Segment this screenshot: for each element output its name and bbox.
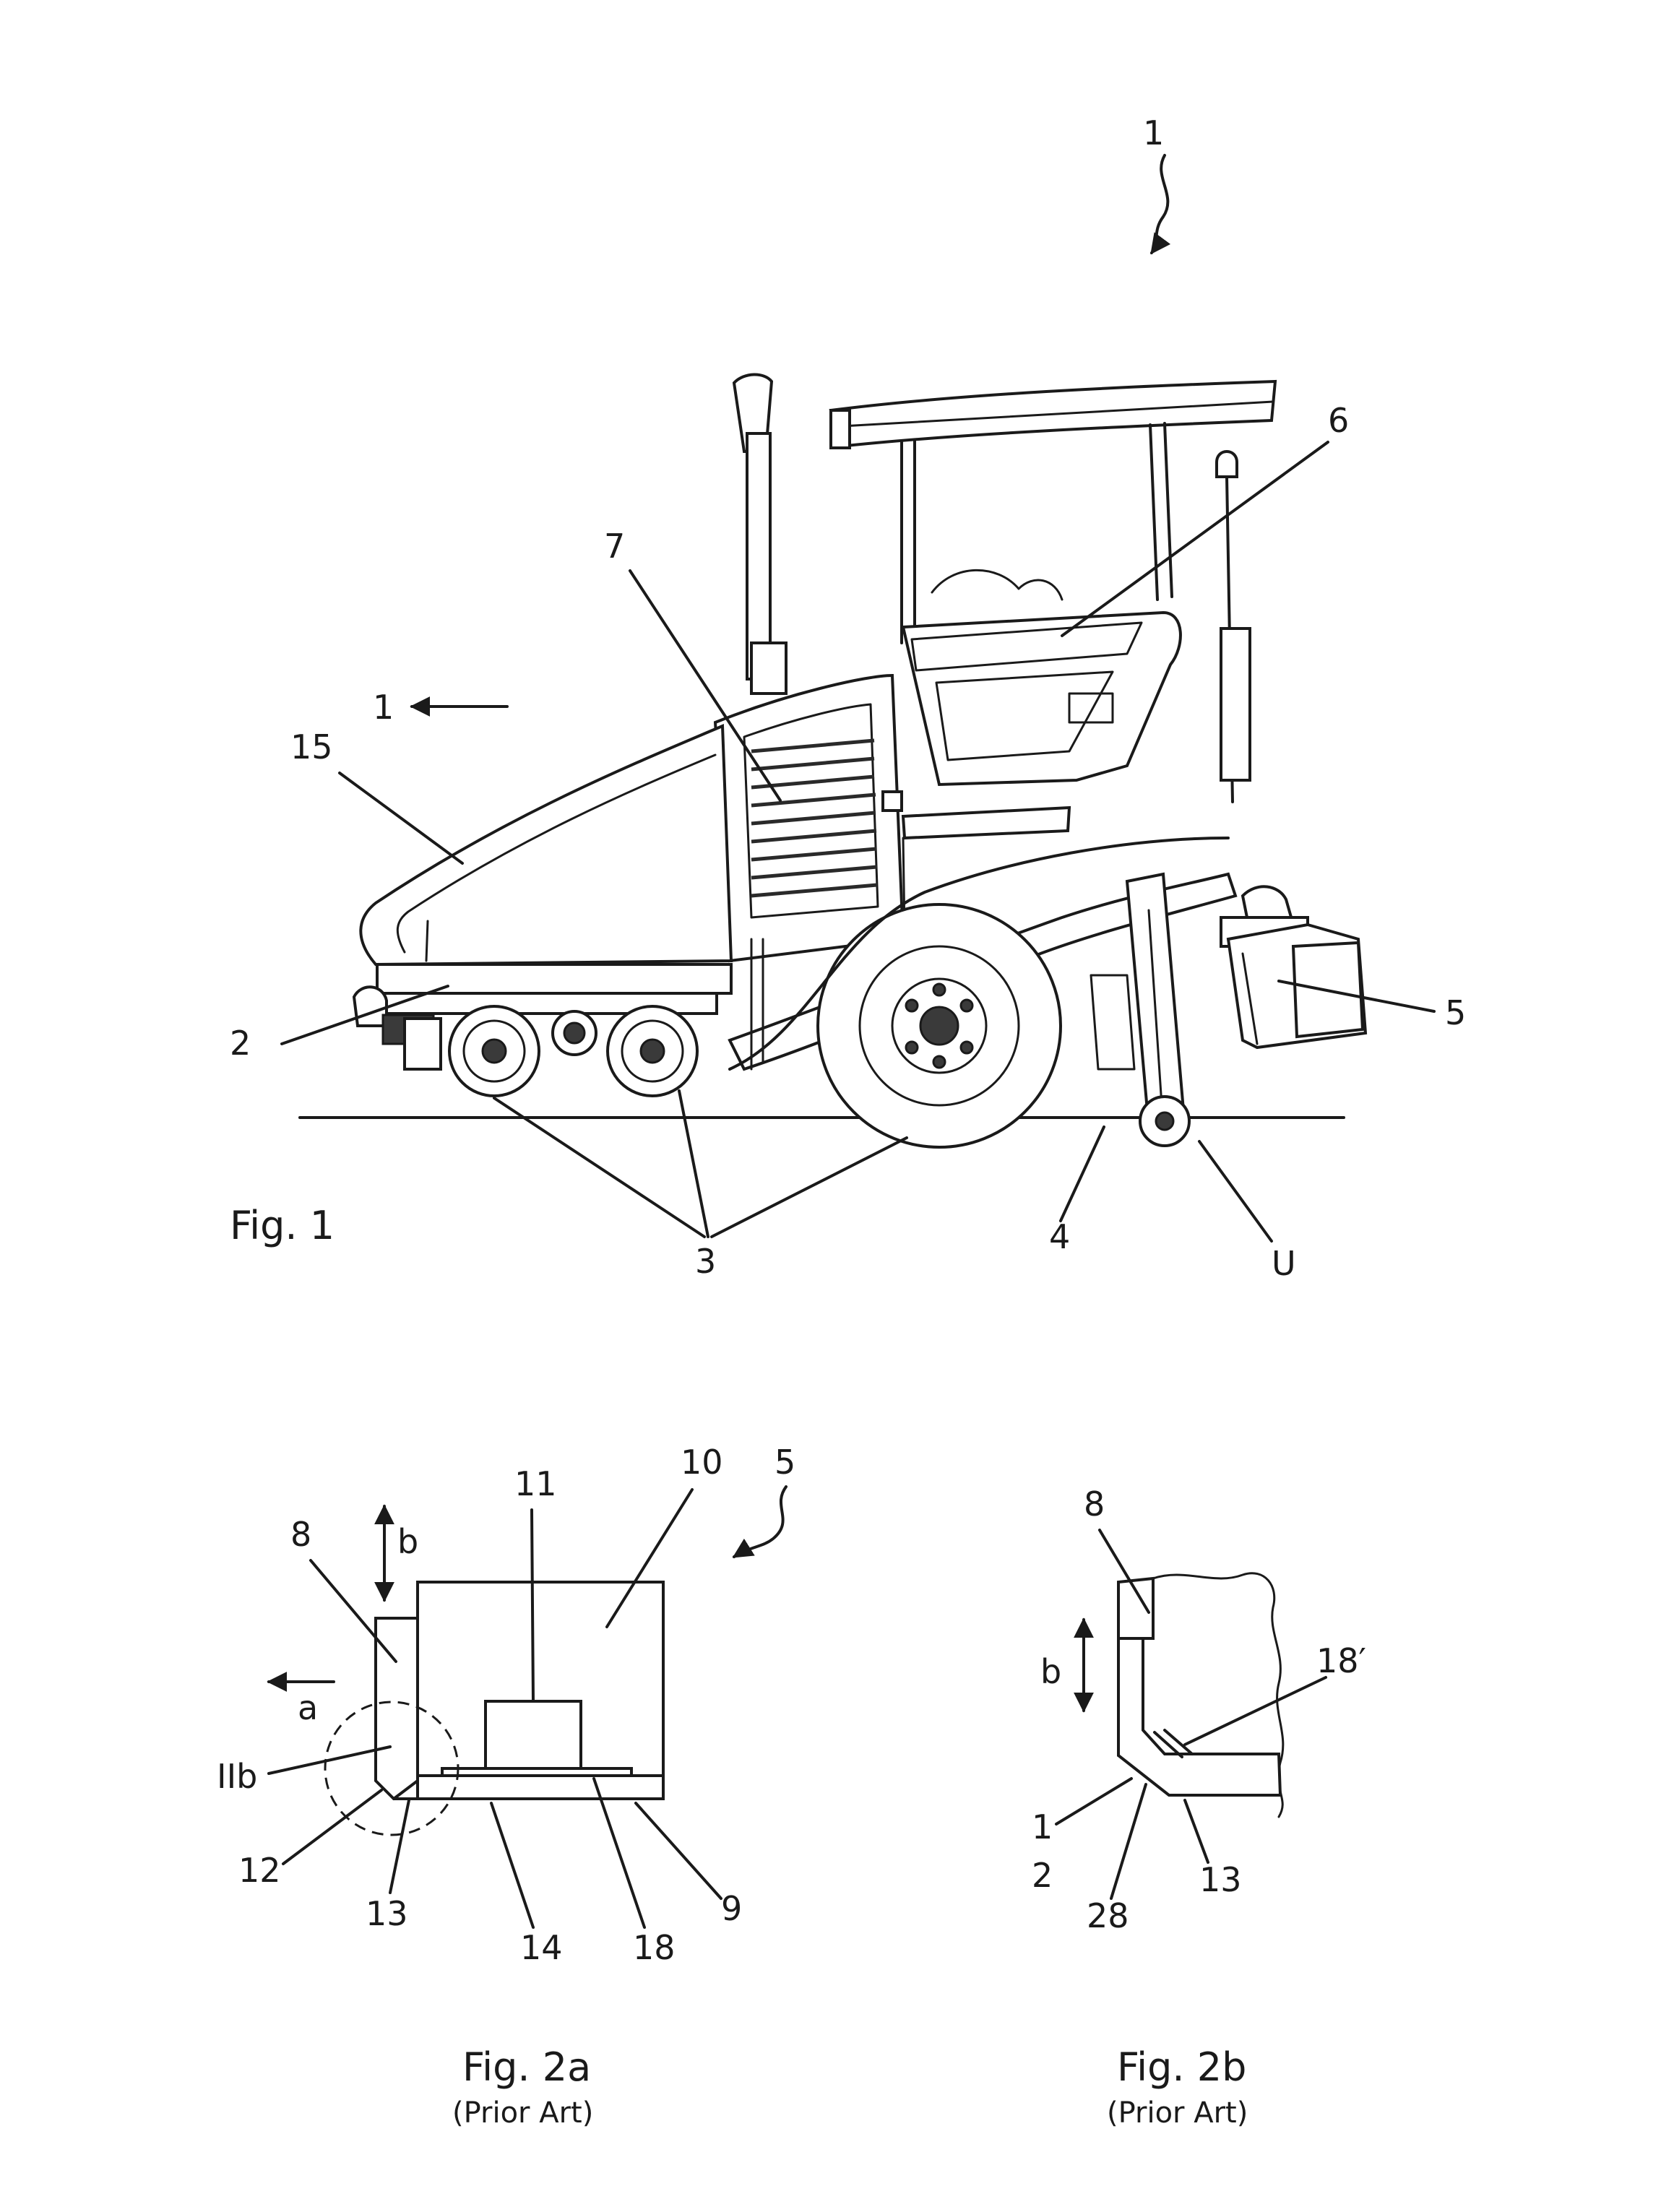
label-machine: 1 [1143, 113, 1164, 152]
label-ground: U [1272, 1244, 1296, 1283]
label-fig2a-insulation: 18 [633, 1928, 676, 1967]
label-fig2b-2: 2 [1032, 1856, 1053, 1895]
track-wheel-front [449, 1006, 539, 1096]
label-fig2a-side-plate: 8 [290, 1515, 311, 1554]
insulation [442, 1768, 631, 1776]
label-wheels: 3 [695, 1242, 716, 1281]
fig2b-annotations: 8 b 18′ 1 2 28 13 Fig. 2b (Prior Art) [1032, 1485, 1366, 2130]
label-fig2b-1: 1 [1032, 1807, 1053, 1846]
label-fig2a-corner: 13 [366, 1894, 408, 1933]
hopper [361, 726, 731, 964]
screed [1221, 886, 1365, 1047]
label-engine-hood: 7 [604, 527, 625, 566]
fig2a-subcaption: (Prior Art) [452, 2096, 593, 2130]
label-hopper-front: 2 [230, 1024, 251, 1063]
label-fig2b-side-plate: 8 [1084, 1485, 1105, 1524]
canopy-post-rear [1150, 425, 1157, 600]
operator-station [903, 613, 1181, 785]
heater [486, 1701, 581, 1776]
label-fig2a-housing: 10 [681, 1443, 723, 1482]
guide-roller [1140, 1097, 1189, 1146]
fig2b-subcaption: (Prior Art) [1107, 2096, 1248, 2130]
label-fig2a-detail: IIb [217, 1757, 257, 1796]
label-fig2a-screed: 5 [775, 1443, 795, 1482]
squiggle-leader-1 [1152, 155, 1168, 253]
track-wheel-rear [608, 1006, 697, 1096]
label-fig2a-dir-a: a [298, 1688, 318, 1727]
fig2a-caption: Fig. 2a [462, 2044, 591, 2090]
fig1-road-paver [300, 374, 1365, 1147]
label-fig2b-corner: 13 [1199, 1860, 1242, 1899]
label-screed: 5 [1445, 993, 1466, 1032]
fig1-caption: Fig. 1 [230, 1203, 335, 1248]
label-fig2a-edge: 12 [238, 1851, 281, 1890]
label-fig2b-dir-b: b [1040, 1652, 1061, 1691]
fig2b-detail [1118, 1573, 1283, 1817]
label-fig2a-dir-b: b [397, 1522, 418, 1561]
label-operator-station: 6 [1328, 401, 1349, 440]
label-direction: 1 [373, 688, 394, 727]
side-plate-detail [1118, 1578, 1280, 1795]
label-fig2a-skid: 14 [520, 1928, 563, 1967]
label-fig2b-28: 28 [1087, 1896, 1129, 1935]
label-fig2a-bottom-plate: 9 [721, 1889, 742, 1928]
drive-wheel [818, 904, 1061, 1147]
label-fig2b-insulation: 18′ [1316, 1641, 1366, 1680]
hopper-front-plate [377, 964, 731, 993]
fig2b-caption: Fig. 2b [1117, 2044, 1246, 2090]
label-hopper: 15 [290, 727, 333, 766]
track-wheel-middle [553, 1011, 596, 1055]
label-roller: 4 [1049, 1217, 1070, 1256]
label-fig2a-heater: 11 [514, 1464, 557, 1503]
